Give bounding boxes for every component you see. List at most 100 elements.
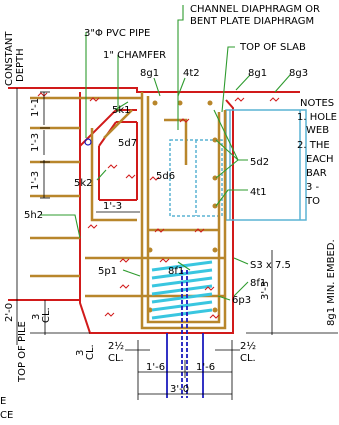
notes-line-2: WEB [306,125,329,136]
label-channel-diaphragm-2: BENT PLATE DIAPHRAGM [190,16,314,27]
label-channel-diaphragm-1: CHANNEL DIAPHRAGM OR [190,4,320,15]
spiral-rebar [151,260,213,320]
label-bar-5d7: 5d7 [118,138,137,149]
notes-line-3: 2. THE [297,140,330,151]
notes-line-7: TO [305,196,320,207]
rebar-dot [212,307,218,313]
steel-pile [166,270,204,398]
annotation-labels: 3"Φ PVC PIPE 1" CHAMFER CHANNEL DIAPHRAG… [24,4,320,306]
slab-top-line [8,87,300,93]
leader-5d2-b [215,159,239,179]
dim-label-1-6-a: 1'-6 [146,362,165,373]
label-top-of-slab: TOP OF SLAB [239,42,306,53]
girder [169,109,307,221]
cap-outline [79,99,234,334]
label-bar-5d2: 5d2 [250,157,269,168]
rebar-dot [177,100,183,106]
leader-4t2 [177,77,186,97]
concrete-hatch-marks [37,92,280,319]
hatch-mark [125,174,136,179]
hatch-mark [149,176,160,181]
dim-label-1-3-a: 1'-3 [30,133,41,152]
hatch-mark [119,284,130,289]
bar-stirrup-inner [146,96,221,324]
rebar-dot [207,100,213,106]
cap-haunch-line [79,92,137,149]
label-bar-4t2: 4t2 [183,68,200,79]
rebar-dot [212,175,218,181]
dim-label-2half-a: 2½ [108,340,124,352]
pvc-pipe-icon [84,138,92,146]
dim-label-2half-b: 2½ [240,340,256,352]
leader-lines [40,5,291,301]
hatch-mark [107,164,118,169]
bar-stirrup-main [140,92,227,330]
dim-label-3-b: 3 [75,350,86,356]
label-bar-5h2: 5h2 [24,210,43,221]
leader-slab [221,46,235,113]
dim-label-2-0: 2'-0 [4,303,15,322]
rebar-dots [147,100,218,313]
leader-5k2 [96,169,107,181]
leader-5d2-c [213,109,239,161]
label-spiral: 6p3 [232,295,251,306]
dim-label-cl-b: CL. [85,344,96,360]
leader-8g3 [274,74,291,93]
label-bar-8f1-b: 8f1 [250,278,266,289]
rebar-dot [147,247,153,253]
hatch-mark [104,312,115,317]
hatch-mark [194,228,205,233]
hatch-mark [179,118,190,123]
spiral-turn [151,260,213,272]
notes-line-6: 3 - [306,182,320,193]
dim-label-1-6-b: 1'-6 [196,362,215,373]
notes-heading: NOTES [300,98,334,109]
bar-5k1 [103,109,133,139]
label-bar-8g3: 8g3 [289,68,308,79]
label-constant-depth-1: CONSTANT [4,31,15,86]
leader-diaphragm [177,5,184,130]
dimension-lines [16,88,338,400]
label-constant-depth-2: DEPTH [15,48,26,82]
label-bar-8f1-a: 8f1 [168,266,184,277]
label-bar-5k1: 5k1 [112,105,131,116]
edge-text-e: E [0,396,6,407]
label-bar-5k2: 5k2 [74,178,93,189]
dim-label-3-0: 3'-0 [170,384,189,395]
dim-label-1-3-b: 1'-3 [30,171,41,190]
leader-5h2 [40,214,81,239]
leader-8g1a [153,77,161,97]
hatch-mark [204,286,215,291]
leader-8f1a [177,261,191,271]
dim-label-cl-a: CL. [41,307,52,323]
dim-label-cl-d: CL. [240,353,256,364]
label-bar-8g1-b: 8g1 [248,68,267,79]
notes-line-4: EACH [306,154,334,165]
label-stirrup: S3 x 7.5 [250,260,291,271]
hatch-mark [119,258,130,263]
notes-line-1: 1. HOLE [297,112,337,123]
leader-8g1b [235,74,251,91]
rebar-dot [212,137,218,143]
hatch-mark [269,97,280,102]
notes-line-5: BAR [306,168,327,179]
hatch-mark [209,314,220,319]
rebar-dot [212,247,218,253]
label-min-embed: 8g1 MIN. EMBED. [326,239,337,326]
hatch-mark [154,228,165,233]
leader-6p3 [217,295,231,301]
hatch-mark [37,92,48,97]
bar-5k2 [90,128,137,222]
dim-label-3-a: 3 [31,314,42,320]
hatch-mark [159,258,170,263]
label-chamfer: 1" CHAMFER [103,50,166,61]
hatch-mark [87,224,98,229]
label-bar-4t1: 4t1 [250,187,267,198]
leader-4t1 [215,189,248,207]
leader-5p1 [122,269,141,277]
label-bar-5d6: 5d6 [156,171,175,182]
notes-block: NOTES 1. HOLE WEB 2. THE EACH BAR 3 - TO [297,98,337,207]
dim-label-1-1: 1'-1 [30,98,41,117]
